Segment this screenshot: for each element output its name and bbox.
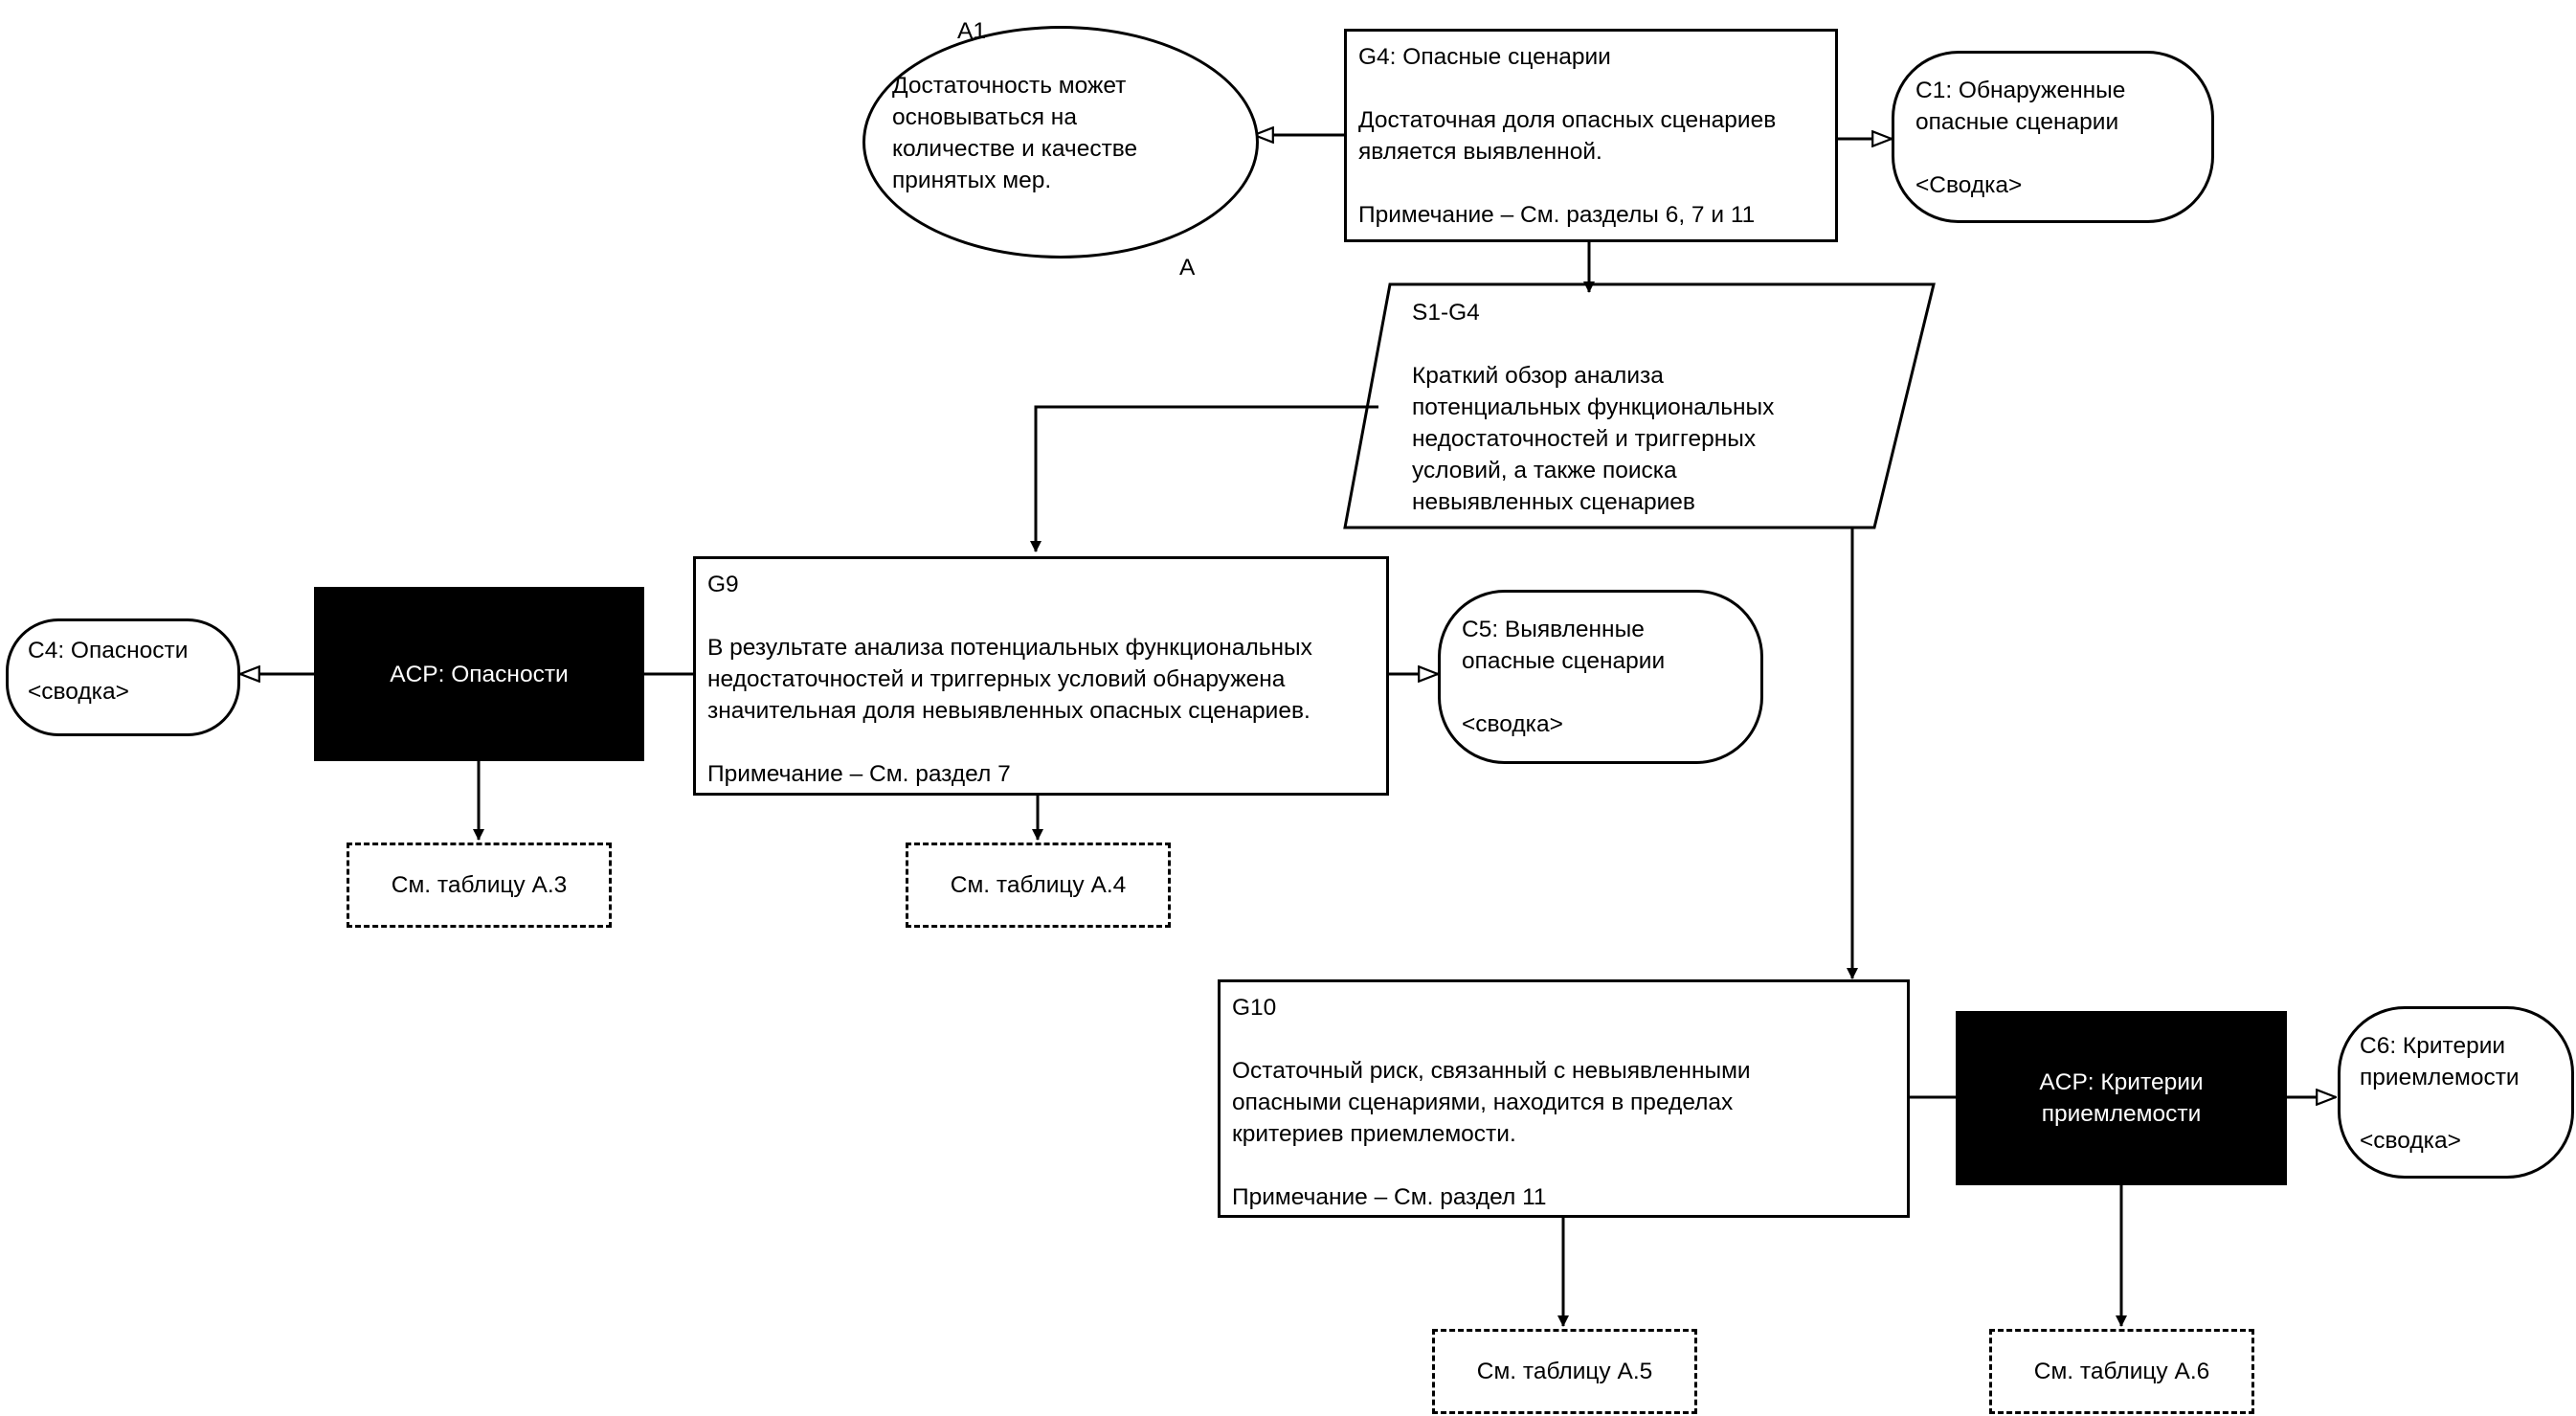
ref-table-a4-label: См. таблицу А.4 — [950, 872, 1127, 898]
g4-id: G4: Опасные сценарии — [1358, 44, 1611, 70]
c5-summary: <сводка> — [1462, 711, 1563, 737]
acp2-line: приемлемости — [2041, 1101, 2202, 1127]
s1-id: S1-G4 — [1412, 300, 1480, 326]
g4-line: является выявленной. — [1358, 139, 1602, 165]
g10-line: опасными сценариями, находится в предела… — [1232, 1090, 1734, 1115]
acp1-box: ACP: Опасности — [314, 587, 644, 761]
a1-assumption-ellipse — [862, 26, 1259, 258]
a1-line: количестве и качестве — [892, 136, 1138, 162]
g10-goal: G10 Остаточный риск, связанный с невыявл… — [1218, 979, 1910, 1218]
s1-line: условий, а также поиска — [1412, 458, 1677, 483]
a1-marker: A — [1179, 255, 1196, 281]
ref-table-a4[interactable]: См. таблицу А.4 — [906, 843, 1171, 928]
g10-line: критериев приемлемости. — [1232, 1121, 1516, 1147]
ref-table-a5-label: См. таблицу А.5 — [1476, 1359, 1653, 1384]
c1-line: C1: Обнаруженные — [1915, 78, 2126, 103]
a1-line: принятых мер. — [892, 168, 1052, 193]
c1-summary: <Сводка> — [1915, 172, 2023, 198]
connector-s1-g9 — [1030, 405, 1378, 552]
c1-line: опасные сценарии — [1915, 109, 2119, 135]
c4-summary: <сводка> — [28, 679, 129, 705]
g9-goal: G9 В результате анализа потенциальных фу… — [693, 556, 1389, 796]
g10-line: Остаточный риск, связанный с невыявленны… — [1232, 1058, 1751, 1084]
a1-id: A1 — [957, 18, 986, 44]
c6-context: С6: Критерии приемлемости <сводка> — [2338, 1006, 2574, 1179]
c6-line: С6: Критерии — [2360, 1033, 2506, 1059]
g9-id: G9 — [707, 572, 739, 597]
g4-goal: G4: Опасные сценарии Достаточная доля оп… — [1344, 29, 1838, 242]
ref-table-a3-label: См. таблицу А.3 — [391, 872, 568, 898]
s1-line: потенциальных функциональных — [1412, 394, 1775, 420]
acp1-label: ACP: Опасности — [390, 661, 569, 687]
a1-line: Достаточность может — [892, 73, 1127, 99]
c1-context: C1: Обнаруженные опасные сценарии <Сводк… — [1892, 51, 2214, 223]
acp2-line: ACP: Критерии — [2039, 1069, 2204, 1095]
g9-line: В результате анализа потенциальных функц… — [707, 635, 1312, 661]
c5-line: опасные сценарии — [1462, 648, 1666, 674]
ref-table-a6[interactable]: См. таблицу А.6 — [1989, 1329, 2254, 1414]
g4-line: Достаточная доля опасных сценариев — [1358, 107, 1777, 133]
g4-note: Примечание – См. разделы 6, 7 и 11 — [1358, 202, 1756, 228]
ref-table-a3[interactable]: См. таблицу А.3 — [347, 843, 612, 928]
a1-text: Достаточность может основываться на коли… — [892, 70, 1137, 196]
g9-line: значительная доля невыявленных опасных с… — [707, 698, 1310, 724]
c5-context: С5: Выявленные опасные сценарии <сводка> — [1438, 590, 1763, 764]
g10-id: G10 — [1232, 995, 1277, 1021]
s1-strategy: S1-G4 Краткий обзор анализа потенциальны… — [1412, 297, 1774, 518]
ref-table-a6-label: См. таблицу А.6 — [2033, 1359, 2210, 1384]
acp2-box: ACP: Критерии приемлемости — [1956, 1011, 2287, 1185]
c6-line: приемлемости — [2360, 1065, 2520, 1090]
c5-line: С5: Выявленные — [1462, 617, 1645, 642]
a1-line: основываться на — [892, 104, 1077, 130]
s1-line: Краткий обзор анализа — [1412, 363, 1664, 389]
s1-line: невыявленных сценариев — [1412, 489, 1695, 515]
c4-context: С4: Опасности <сводка> — [6, 618, 240, 736]
g10-note: Примечание – См. раздел 11 — [1232, 1184, 1547, 1210]
c6-summary: <сводка> — [2360, 1128, 2461, 1154]
g9-line: недостаточностей и триггерных условий об… — [707, 666, 1286, 692]
g9-note: Примечание – См. раздел 7 — [707, 761, 1011, 787]
s1-line: недостаточностей и триггерных — [1412, 426, 1757, 452]
c4-title: С4: Опасности — [28, 638, 189, 663]
s1-parallelogram-shape — [1343, 282, 1936, 529]
ref-table-a5[interactable]: См. таблицу А.5 — [1432, 1329, 1697, 1414]
